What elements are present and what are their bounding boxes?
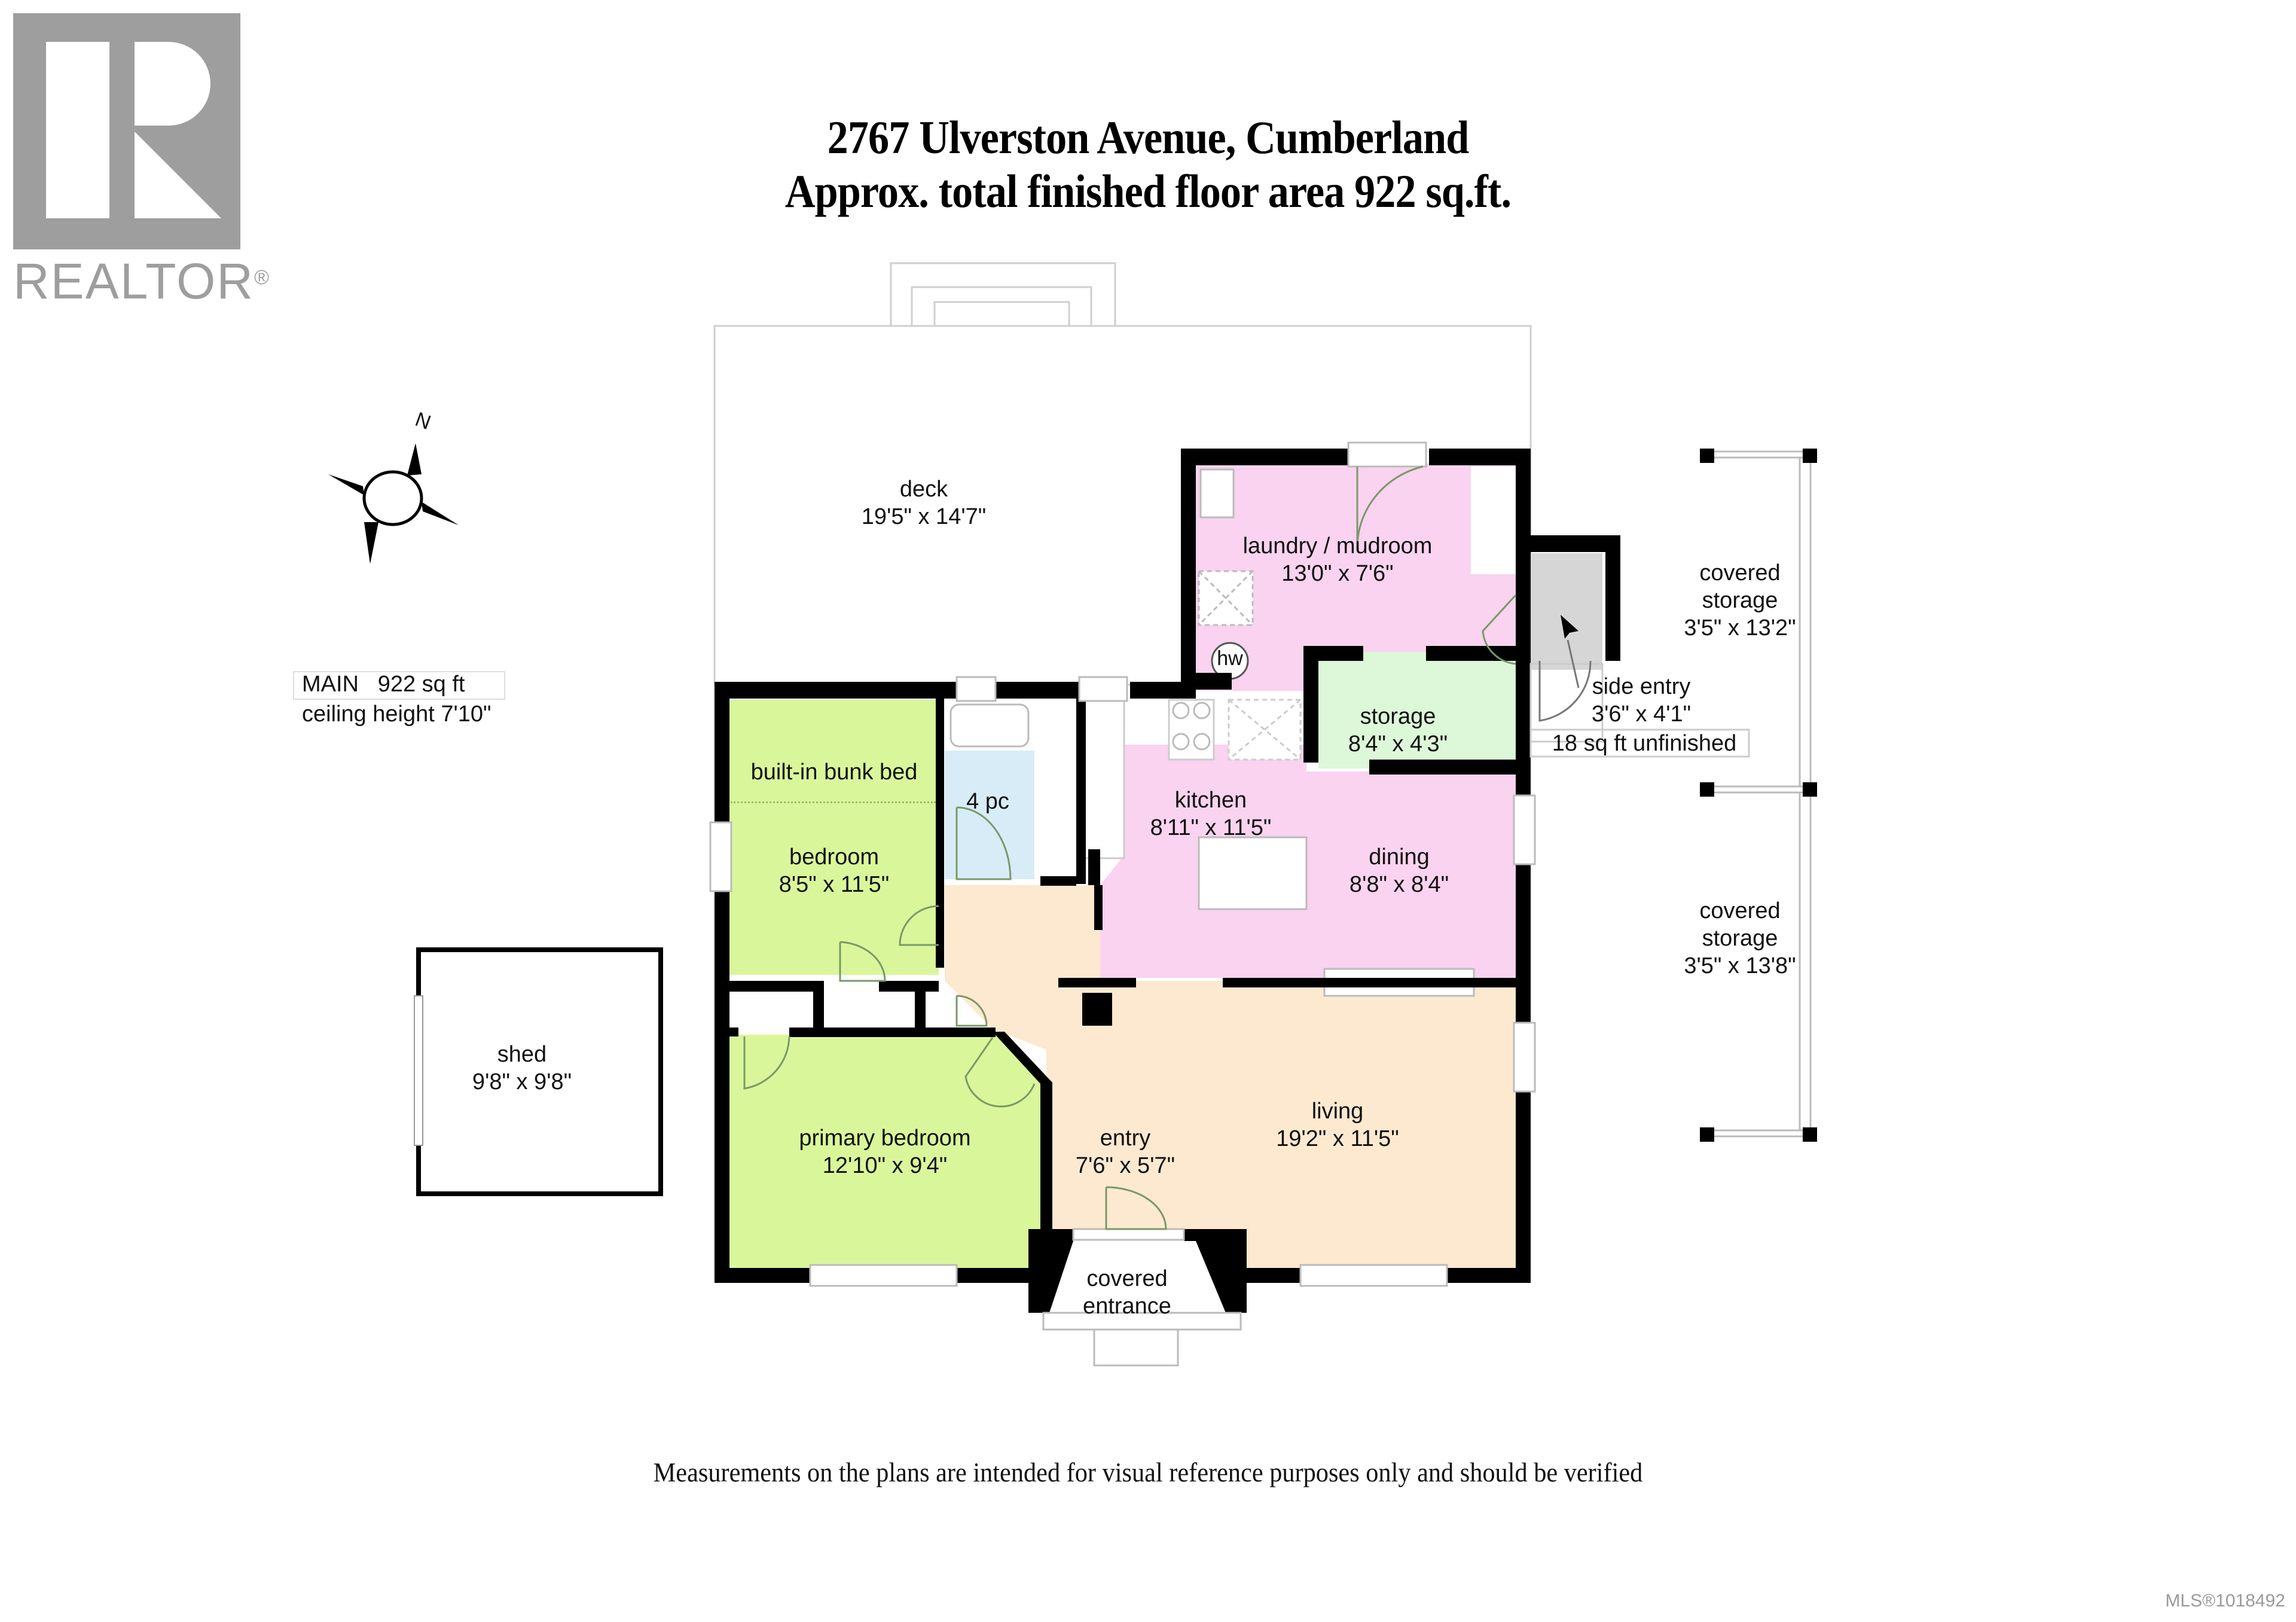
doors: [743, 465, 1517, 1230]
level-area: 922 sq ft: [377, 672, 465, 697]
property-address: 2767 Ulverston Avenue, Cumberland: [827, 111, 1470, 163]
unfinished-note: 18 sq ft unfinished: [1552, 731, 1737, 756]
realtor-wordmark-text: REALTOR: [13, 253, 254, 309]
floor-area-summary: Approx. total finished floor area 922 sq…: [784, 165, 1512, 217]
realtor-logo: REALTOR®: [12, 12, 269, 308]
shed-structure: [414, 947, 663, 1196]
mls-number: MLS®1018492: [2165, 1591, 2285, 1611]
windows: [709, 441, 1536, 1287]
bunk-bed-divider: [731, 801, 936, 803]
floor-summary-level: MAIN 922 sq ft: [302, 670, 465, 699]
realtor-wordmark: REALTOR®: [13, 254, 270, 308]
cursor-arrow-icon: [1561, 615, 1578, 639]
room-label-bath: 4 pc: [966, 789, 1009, 814]
ceiling-height: ceiling height 7'10": [302, 702, 491, 727]
disclaimer: Measurements on the plans are intended f…: [653, 1457, 1643, 1487]
entrance-steps: [1042, 1312, 1242, 1367]
bunk-bed-label: built-in bunk bed: [750, 760, 918, 785]
unfinished-area-box: [1529, 728, 1750, 758]
level-label: MAIN: [302, 672, 359, 697]
registered-mark: ®: [254, 266, 271, 289]
covered-storage-structure: [1700, 449, 1817, 1142]
water-heater-label: hw: [1217, 647, 1243, 670]
north-compass-icon: [328, 443, 459, 564]
side-entry-door: [1529, 639, 1604, 743]
room-label-covered-entrance: covered entrance: [1083, 1266, 1171, 1319]
floor-summary-box: [293, 671, 505, 700]
walls: [715, 449, 1620, 1313]
realtor-r-logo-icon: [13, 13, 240, 249]
